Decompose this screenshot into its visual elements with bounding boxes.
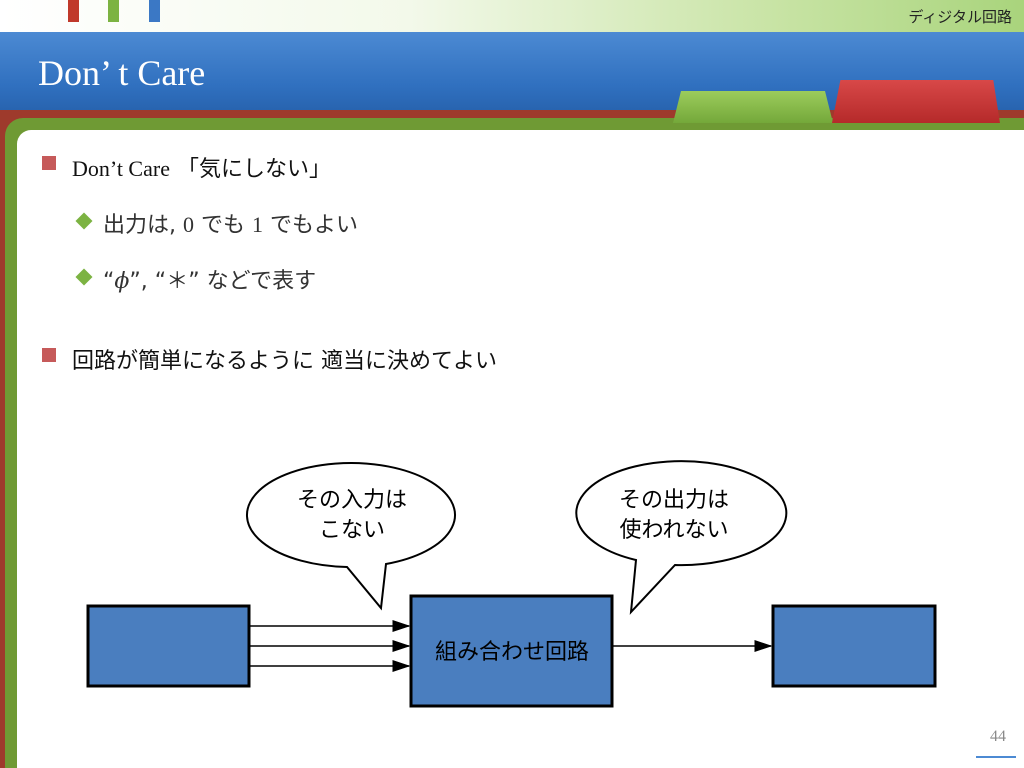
callout-left-line1: その入力は [297,488,407,513]
bullet-1-text: 「気にしない」 [176,157,331,182]
callout-right-line1: その出力は [619,488,729,513]
output-box [771,604,937,688]
sub-1-end: でもよい [263,213,358,238]
bullet-line-2: 回路が簡単になるように 適当に決めてよい [72,349,497,374]
bullet-1-prefix: Don’t Care [72,156,170,181]
sub-2-quote-open: “ [103,269,115,294]
sub-2-phi: ϕ [114,269,130,294]
callout-left-line2: こない [319,518,385,543]
decor-red-tab [832,80,1000,123]
bullet-square [42,156,56,170]
decor-red-bar [68,0,79,22]
sub-1-part1: 出力は, [103,213,183,238]
decor-green-bar [108,0,119,22]
sub-1-num0: 0 [183,212,194,237]
bullet-square [42,348,56,362]
section-label: ディジタル回路 [908,8,1012,26]
sub-bullet-1: 出力は, 0 でも 1 でもよい [103,207,358,239]
page-number: 44 [990,728,1006,745]
slide-title: Don’ t Care [38,53,206,93]
sub-2-quote-close: ” [188,269,200,294]
callout-right [575,460,788,615]
sub-2-quote-mid: ”, “ [129,269,167,294]
page-number-underline [976,756,1016,758]
sub-2-end: などで表す [199,269,317,294]
center-box-label: 組み合わせ回路 [435,640,589,665]
callout-left [245,462,456,611]
sub-bullet-2: “ϕ”, “＊” などで表す [103,263,316,295]
decor-blue-bar [149,0,160,22]
combinational-circuit-box [409,594,614,708]
sub-2-star: ＊ [166,269,189,294]
callout-right-line2: 使われない [620,518,729,543]
decor-green-tab [673,91,833,123]
input-box [86,604,251,688]
bullet-line-1: Don’t Care 「気にしない」 [72,151,331,183]
top-strip [0,0,1024,32]
sub-1-num1: 1 [252,212,263,237]
sub-1-mid: でも [194,213,252,238]
